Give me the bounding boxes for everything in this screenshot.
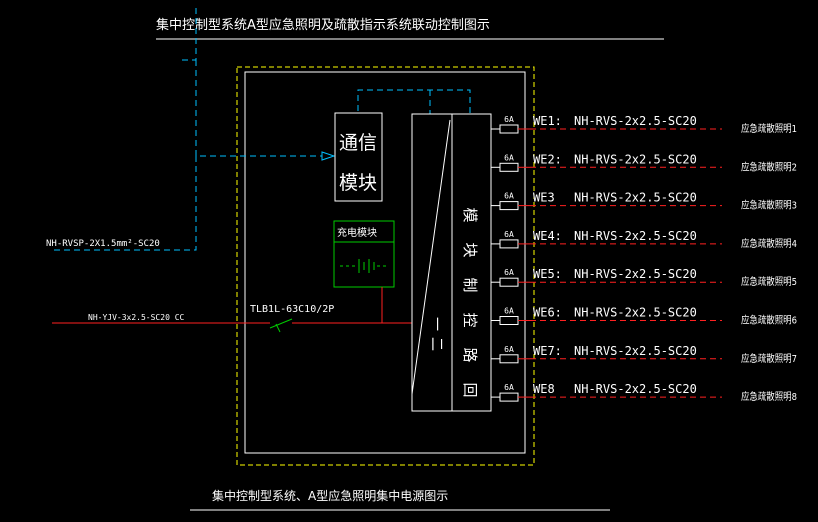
circuit-id-5: WE5:: [533, 267, 562, 281]
fuse-label-7: 6A: [504, 345, 514, 354]
fuse-label-6: 6A: [504, 307, 514, 316]
circuit-id-8: WE8: [533, 382, 555, 396]
controller-text-b6: 回: [461, 382, 479, 397]
circuit-id-1: WE1:: [533, 114, 562, 128]
circuit-id-7: WE7:: [533, 344, 562, 358]
circuit-load-7: 应急疏散照明7: [741, 352, 797, 365]
power-cable-label: NH-YJV-3x2.5-SC20 CC: [88, 313, 185, 322]
comm-module-box: [334, 112, 383, 202]
fuse-icon-5: [499, 277, 519, 287]
circuit-load-8: 应急疏散照明8: [741, 390, 797, 403]
fuse-icon-1: [499, 124, 519, 134]
fuse-icon-4: [499, 239, 519, 249]
fuse-label-1: 6A: [504, 115, 514, 124]
controller-text-a1: 一: [428, 317, 444, 331]
circuit-cable-4: NH-RVS-2x2.5-SC20: [574, 229, 697, 243]
circuit-load-6: 应急疏散照明6: [741, 314, 797, 327]
circuit-load-5: 应急疏散照明5: [741, 275, 797, 288]
fuse-label-8: 6A: [504, 383, 514, 392]
panel-frame: [244, 71, 526, 454]
circuit-id-4: WE4:: [533, 229, 562, 243]
circuit-cable-1: NH-RVS-2x2.5-SC20: [574, 114, 697, 128]
breaker-switch-icon: [269, 318, 293, 333]
comm-lines: [50, 8, 471, 251]
controller-diagonal: [411, 119, 451, 395]
comm-cable-label: NH-RVSP-2X1.5mm²-SC20: [46, 239, 160, 249]
fuse-label-4: 6A: [504, 230, 514, 239]
power-lines: [52, 287, 412, 324]
comm-module-label-2: 模块: [339, 172, 377, 194]
circuit-cable-6: NH-RVS-2x2.5-SC20: [574, 306, 697, 320]
breaker-label: TLB1L-63C10/2P: [250, 304, 334, 315]
fuse-icon-7: [499, 354, 519, 364]
circuit-cable-8: NH-RVS-2x2.5-SC20: [574, 382, 697, 396]
circuit-load-1: 应急疏散照明1: [741, 122, 797, 135]
charge-module-box: [333, 220, 395, 288]
top-title: 集中控制型系统A型应急照明及疏散指示系统联动控制图示: [156, 17, 490, 33]
comm-arrow: [321, 151, 336, 161]
controller-text-b4: 控: [461, 312, 479, 327]
controller-text-b2: 块: [461, 242, 479, 257]
fuse-icon-3: [499, 201, 519, 211]
circuit-cable-7: NH-RVS-2x2.5-SC20: [574, 344, 697, 358]
controller-text-b5: 路: [461, 347, 479, 362]
circuit-load-3: 应急疏散照明3: [741, 199, 797, 212]
enclosure-dashed: [236, 66, 535, 466]
fuse-label-3: 6A: [504, 192, 514, 201]
circuit-id-2: WE2:: [533, 152, 562, 166]
circuit-load-4: 应急疏散照明4: [741, 237, 797, 250]
fuse-icon-8: [499, 392, 519, 402]
bottom-title: 集中控制型系统、A型应急照明集中电源图示: [212, 488, 448, 503]
circuit-id-6: WE6:: [533, 306, 562, 320]
circuit-cable-3: NH-RVS-2x2.5-SC20: [574, 191, 697, 205]
fuse-icon-2: [499, 162, 519, 172]
fuse-icon-6: [499, 316, 519, 325]
output-circuits: 6A WE1: NH-RVS-2x2.5-SC20 应急疏散照明1 6A WE2: NH-R…: [491, 114, 797, 403]
circuit-load-2: 应急疏散照明2: [741, 160, 797, 173]
battery-icon: [340, 259, 389, 273]
controller-text-b1: 模: [461, 207, 479, 222]
comm-module-label-1: 通信: [339, 132, 377, 154]
fuse-label-2: 6A: [504, 153, 514, 162]
circuit-id-3: WE3: [533, 191, 555, 205]
fuse-label-5: 6A: [504, 268, 514, 277]
controller-text-b3: 制: [461, 277, 479, 292]
controller-text-a2: 二: [428, 337, 444, 351]
circuit-cable-2: NH-RVS-2x2.5-SC20: [574, 152, 697, 166]
circuit-cable-5: NH-RVS-2x2.5-SC20: [574, 267, 697, 281]
charge-module-label: 充电模块: [337, 226, 377, 239]
